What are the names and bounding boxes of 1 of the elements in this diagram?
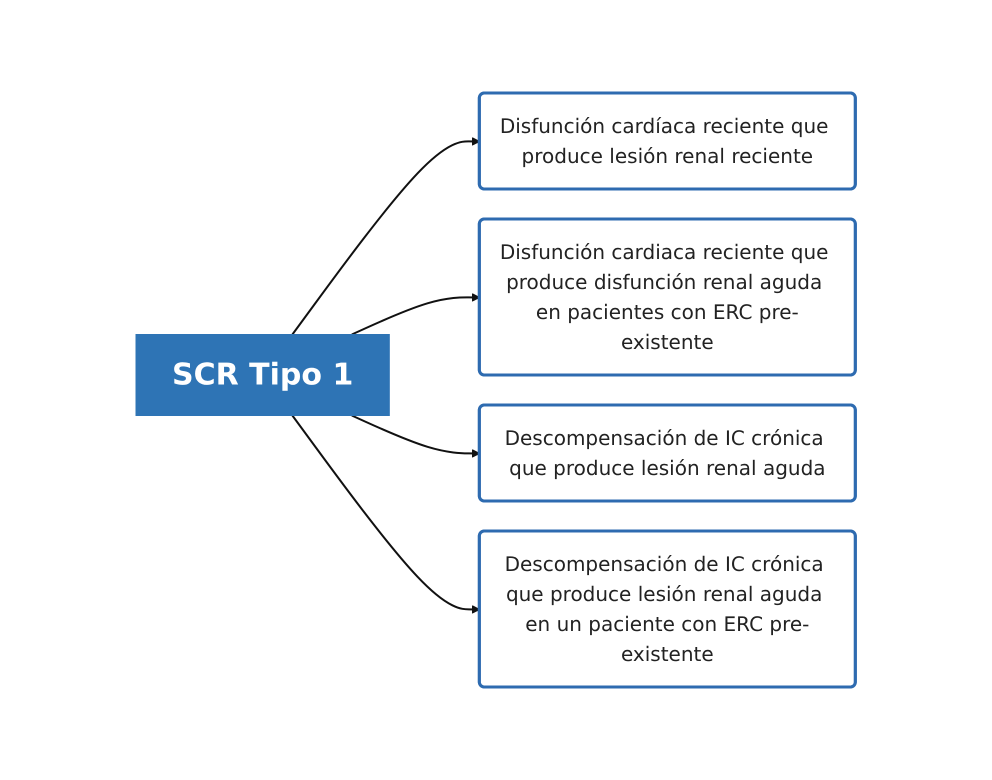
- node-box: SCR Tipo 1: [136, 334, 390, 416]
